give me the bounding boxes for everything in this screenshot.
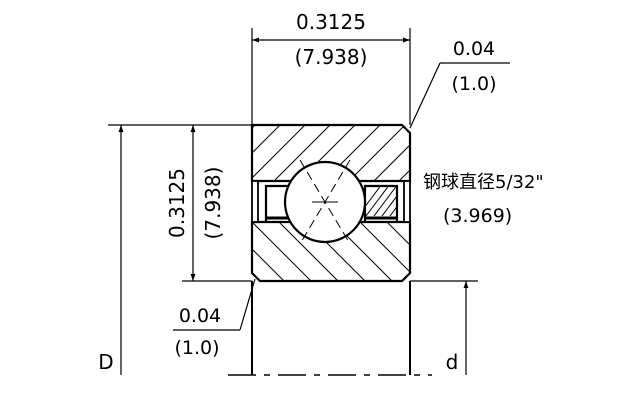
chamfer-top-mm: (1.0) xyxy=(451,73,496,95)
height-dimension: 0.3125 (7.938) xyxy=(108,124,252,282)
inner-diameter-label: d xyxy=(446,350,459,374)
outer-diameter-dimension: D xyxy=(98,125,124,375)
width-dimension: 0.3125 (7.938) xyxy=(251,10,411,125)
ball xyxy=(283,159,367,245)
chamfer-bottom-left-callout: 0.04 (1.0) xyxy=(173,278,256,359)
height-mm-label: (7.938) xyxy=(201,167,225,240)
ball-diameter-callout: 钢球直径5/32" (3.969) xyxy=(423,172,544,227)
width-mm-label: (7.938) xyxy=(295,45,368,69)
outer-diameter-label: D xyxy=(98,350,113,374)
chamfer-bottom-inch: 0.04 xyxy=(179,305,221,327)
bore-lines xyxy=(228,281,432,376)
chamfer-top-inch: 0.04 xyxy=(453,38,495,60)
side-seals xyxy=(251,180,411,223)
chamfer-bottom-mm: (1.0) xyxy=(174,337,219,359)
height-inch-label: 0.3125 xyxy=(165,168,189,238)
ball-diameter-label: 钢球直径5/32" xyxy=(423,172,544,193)
chamfer-top-right-callout: 0.04 (1.0) xyxy=(409,38,510,129)
inner-diameter-dimension: d xyxy=(410,280,478,375)
ball-diameter-mm: (3.969) xyxy=(443,205,512,227)
width-inch-label: 0.3125 xyxy=(296,10,366,34)
